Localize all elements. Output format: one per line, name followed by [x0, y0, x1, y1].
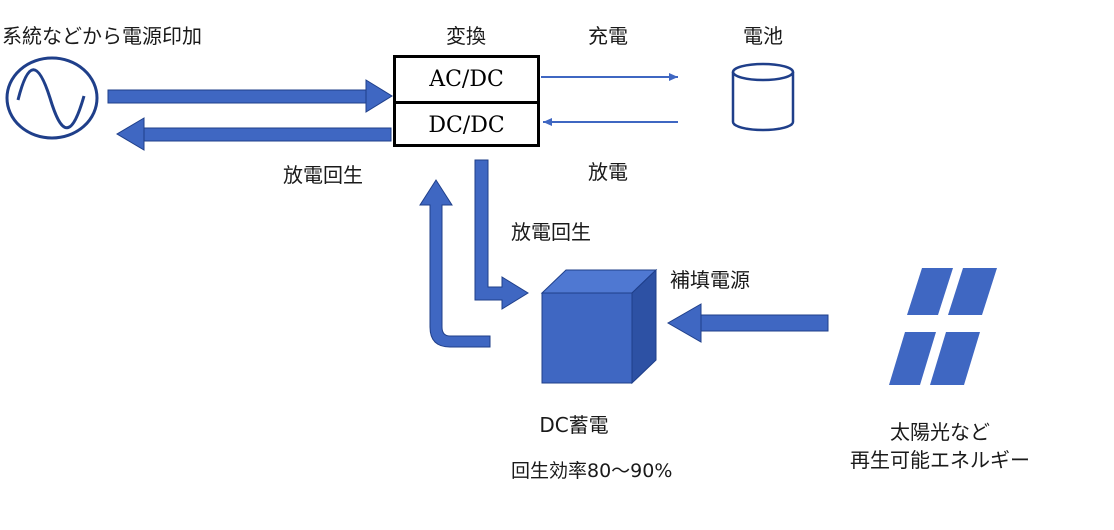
- ac-sine-wave-icon: [5, 56, 99, 140]
- converter-to-storage-arrow: [474, 159, 529, 310]
- supplement-power-label: 補填電源: [670, 268, 750, 292]
- battery-cylinder-icon: [731, 62, 795, 132]
- dc-storage-label: DC蓄電: [539, 413, 609, 437]
- storage-to-converter-arrow: [419, 179, 491, 348]
- dc-storage-cube-icon: [540, 268, 658, 385]
- renewable-line1-label: 太陽光など: [890, 420, 990, 444]
- renewable-line2-label: 再生可能エネルギー: [850, 448, 1030, 472]
- converter-dc-dc-label: DC/DC: [428, 113, 505, 138]
- efficiency-label: 回生効率80〜90%: [511, 460, 673, 482]
- grid-to-converter-arrow: [107, 79, 393, 113]
- discharge-regen-down-label: 放電回生: [511, 220, 591, 244]
- charge-label: 充電: [588, 24, 628, 48]
- converter-ac-dc-label: AC/DC: [396, 58, 537, 104]
- discharge-label: 放電: [588, 160, 628, 184]
- discharge-regen-left-label: 放電回生: [283, 163, 363, 187]
- battery-label: 電池: [743, 24, 783, 48]
- converter-to-grid-arrow: [116, 117, 392, 151]
- conversion-label: 変換: [446, 24, 486, 48]
- solar-panel-icon: [889, 268, 997, 385]
- grid-source-label: 系統などから電源印加: [2, 24, 202, 48]
- converter-box: AC/DC DC/DC: [393, 55, 540, 147]
- renewable-to-storage-arrow: [666, 303, 829, 343]
